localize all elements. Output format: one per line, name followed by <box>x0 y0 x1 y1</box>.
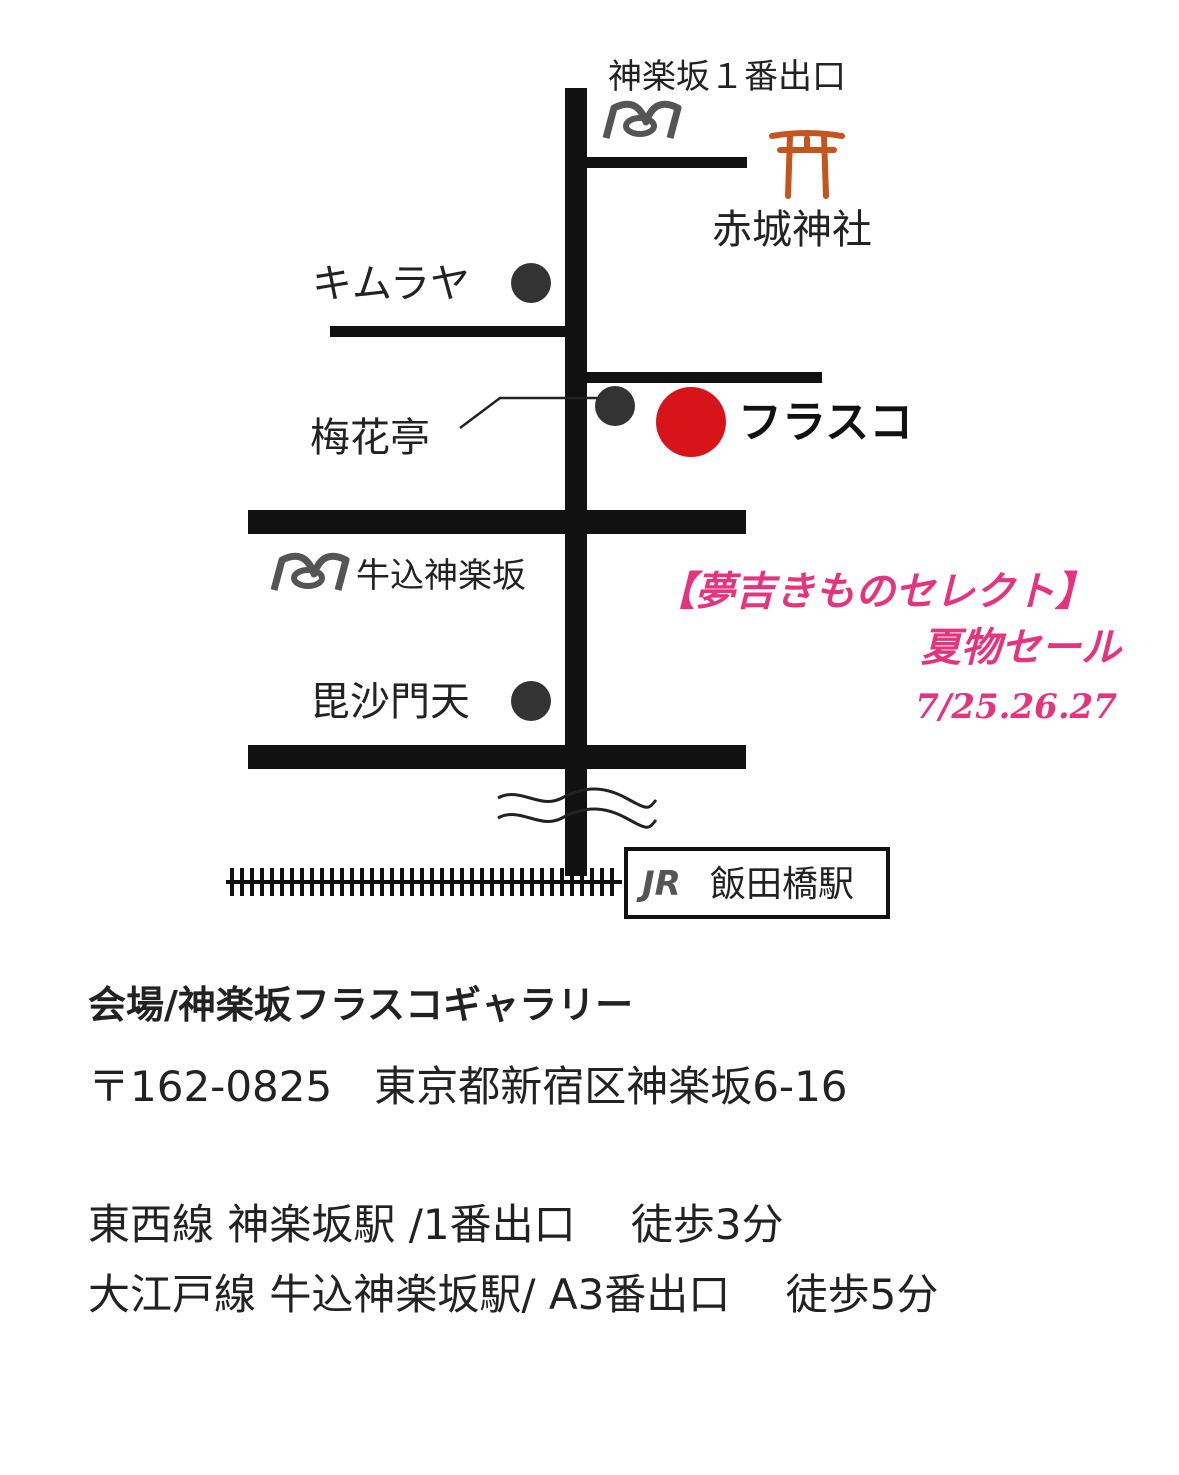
torii-icon <box>769 130 845 199</box>
street-venue <box>587 372 822 383</box>
railway-tie <box>450 868 454 896</box>
railway-tie <box>520 868 524 896</box>
venue-name: 会場/神楽坂フラスコギャラリー <box>88 983 634 1027</box>
railway-tie <box>340 868 344 896</box>
railway-tie <box>360 868 364 896</box>
railway-track <box>226 868 622 896</box>
railway-tie <box>480 868 484 896</box>
railway-tie <box>260 868 264 896</box>
railway-tie <box>510 868 514 896</box>
railway-tie <box>390 868 394 896</box>
railway-tie <box>530 868 534 896</box>
railway-tie <box>420 868 424 896</box>
baikatei-leader-line <box>459 396 597 429</box>
kimuraya-label: キムラヤ <box>312 261 470 307</box>
bishamonten-label: 毘沙門天 <box>310 679 470 725</box>
baikatei-label: 梅花亭 <box>310 415 430 461</box>
railway-tie <box>470 868 474 896</box>
railway-tie <box>270 868 274 896</box>
railway-tie <box>460 868 464 896</box>
railway-tie <box>540 868 544 896</box>
kimuraya-pin <box>511 263 551 303</box>
cross-street-upper <box>248 510 746 534</box>
jr-station-box: JR 飯田橋駅 <box>624 847 890 919</box>
street-to-shrine <box>587 157 747 168</box>
railway-tie <box>560 868 564 896</box>
cross-street-lower <box>248 745 746 769</box>
railway-tie <box>600 868 604 896</box>
railway-tie <box>500 868 504 896</box>
railway-tie <box>310 868 314 896</box>
exit1-label: 神楽坂１番出口 <box>608 57 846 97</box>
railway-tie <box>490 868 494 896</box>
railway-tie <box>330 868 334 896</box>
railway-tie <box>550 868 554 896</box>
railway-tie <box>570 868 574 896</box>
railway-tie <box>280 868 284 896</box>
railway-tie <box>240 868 244 896</box>
bishamonten-pin <box>511 681 551 721</box>
shrine-label: 赤城神社 <box>712 207 872 253</box>
venue-label: フラスコ <box>738 397 914 448</box>
street-kimuraya <box>330 326 565 337</box>
event-dates: 7/25.26.27 <box>915 687 1117 727</box>
railway-tie <box>430 868 434 896</box>
railway-tie <box>380 868 384 896</box>
access-tozai-line: 東西線 神楽坂駅 /1番出口 徒歩3分 <box>88 1200 784 1249</box>
event-subtitle: 夏物セール <box>921 624 1121 671</box>
railway-tie <box>370 868 374 896</box>
railway-tie <box>230 868 234 896</box>
railway-tie <box>350 868 354 896</box>
railway-tie <box>250 868 254 896</box>
railway-tie <box>410 868 414 896</box>
venue-marker <box>656 387 726 457</box>
address: 〒162-0825 東京都新宿区神楽坂6-16 <box>88 1062 848 1111</box>
railway-tie <box>320 868 324 896</box>
railway-tie <box>590 868 594 896</box>
ushigome-label: 牛込神楽坂 <box>356 556 526 596</box>
main-street <box>565 88 587 876</box>
railway-tie <box>290 868 294 896</box>
railway-tie <box>610 868 614 896</box>
baikatei-pin <box>595 386 635 426</box>
railway-tie <box>440 868 444 896</box>
jr-station-label: 飯田橋駅 <box>710 864 855 905</box>
railway-tie <box>300 868 304 896</box>
tokyo-metro-icon <box>270 552 350 591</box>
river-icon <box>497 787 658 829</box>
access-oedo-line: 大江戸線 牛込神楽坂駅/ A3番出口 徒歩5分 <box>88 1270 939 1319</box>
jr-logo-icon: JR <box>642 864 681 904</box>
railway-tie <box>400 868 404 896</box>
tokyo-metro-icon <box>602 100 682 139</box>
railway-tie <box>580 868 584 896</box>
event-title: 【夢吉きものセレクト】 <box>655 568 1095 615</box>
